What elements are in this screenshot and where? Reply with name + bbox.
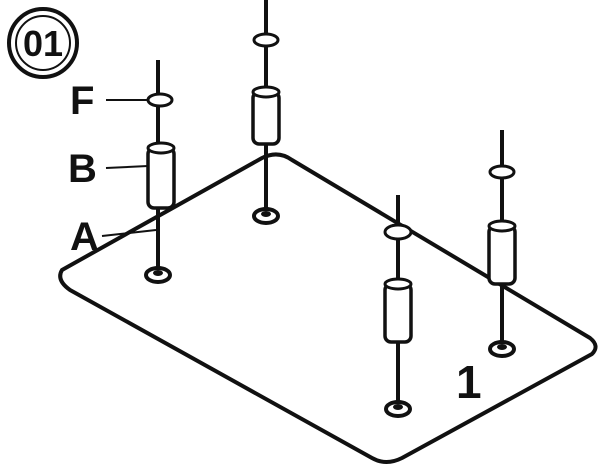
label-fastener: F: [70, 79, 94, 123]
label-spacer: B: [68, 147, 97, 191]
rod-assembly-front: [383, 195, 413, 418]
step-badge: 01: [7, 7, 79, 79]
base-nut-front: [384, 400, 412, 418]
leader-rod: [101, 229, 157, 237]
base-nut-rear: [252, 207, 280, 225]
label-rod: A: [70, 215, 99, 259]
base-panel: [58, 152, 598, 464]
step-number: 01: [23, 23, 63, 64]
base-nut-right: [488, 340, 516, 358]
spacer-tube: [146, 146, 176, 210]
base-nut-left: [144, 266, 172, 284]
label-panel: 1: [456, 356, 482, 408]
rod-assembly-right: [487, 130, 517, 358]
leader-spacer: [105, 165, 149, 169]
rod-assembly-rear: [251, 0, 281, 225]
fastener-ring: [146, 92, 174, 108]
